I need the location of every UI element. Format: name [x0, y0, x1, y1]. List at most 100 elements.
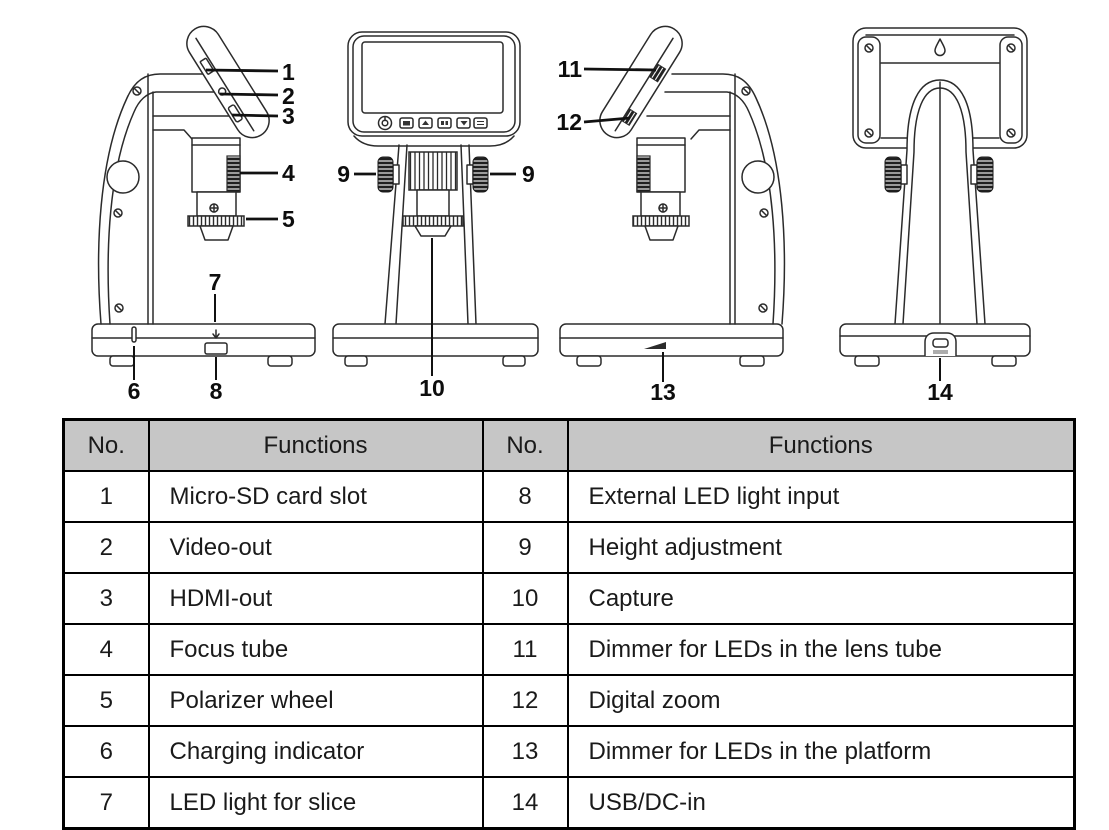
callout-3: 3 [282, 103, 295, 129]
hanging-hole-icon [934, 38, 946, 57]
cell-function: Height adjustment [566, 521, 1076, 574]
height-knob [472, 156, 489, 193]
foot [576, 355, 602, 367]
height-knob [884, 156, 902, 193]
cell-no: 9 [481, 521, 569, 574]
callout-2: 2 [282, 83, 295, 109]
polarizer-mark-icon [209, 203, 219, 213]
callout-9-right: 9 [522, 161, 535, 187]
usb-port-icon [932, 338, 949, 348]
cell-no: 11 [481, 623, 569, 676]
focus-tube [408, 151, 458, 191]
platform-dimmer-icon [644, 342, 666, 349]
polarizer-wheel [187, 215, 245, 227]
header-functions-right: Functions [566, 418, 1076, 472]
cell-function: USB/DC-in [566, 776, 1076, 830]
down-button-icon [456, 117, 471, 129]
height-knob [377, 156, 394, 193]
callout-6: 6 [128, 378, 141, 404]
cell-no: 4 [62, 623, 150, 676]
callout-14: 14 [927, 379, 953, 405]
charging-indicator [131, 326, 137, 343]
callout-7: 7 [209, 269, 222, 295]
cell-no: 1 [62, 470, 150, 523]
cell-function: Digital zoom [566, 674, 1076, 727]
table-row: 6 Charging indicator 13 Dimmer for LEDs … [62, 725, 1076, 778]
table-row: 5 Polarizer wheel 12 Digital zoom [62, 674, 1076, 727]
foot [739, 355, 765, 367]
ok-button-icon [437, 117, 452, 129]
cell-function: External LED light input [566, 470, 1076, 523]
cell-function: Video-out [147, 521, 484, 574]
polarizer-mark-icon [658, 203, 668, 213]
cell-function: Capture [566, 572, 1076, 625]
base [559, 323, 784, 357]
cell-no: 14 [481, 776, 569, 830]
right-side-view: 11 12 13 [556, 25, 786, 405]
table-header-row: No. Functions No. Functions [62, 418, 1076, 472]
led-input-icon [212, 329, 220, 339]
base [332, 323, 539, 357]
table-row: 2 Video-out 9 Height adjustment [62, 521, 1076, 574]
sd-slot-icon [199, 57, 215, 75]
screw-icon [113, 86, 142, 313]
left-side-view: 1 2 3 4 5 7 6 8 [91, 25, 316, 404]
camera-button-icon [399, 117, 414, 129]
functions-table: No. Functions No. Functions 1 Micro-SD c… [62, 418, 1076, 830]
base [91, 323, 316, 357]
cell-function: Micro-SD card slot [147, 470, 484, 523]
callout-8: 8 [210, 378, 223, 404]
callout-11: 11 [558, 56, 583, 82]
cell-no: 2 [62, 521, 150, 574]
header-functions-left: Functions [147, 418, 484, 472]
cell-no: 3 [62, 572, 150, 625]
lcd-screen [361, 41, 504, 114]
header-no-left: No. [62, 418, 150, 472]
table-row: 3 HDMI-out 10 Capture [62, 572, 1076, 625]
stand-dial [741, 160, 775, 194]
polarizer-wheel [632, 215, 690, 227]
foot [854, 355, 880, 367]
table-row: 4 Focus tube 11 Dimmer for LEDs in the l… [62, 623, 1076, 676]
cell-no: 6 [62, 725, 150, 778]
callout-10: 10 [419, 375, 445, 401]
front-view: 9 9 10 [332, 31, 539, 401]
table-row: 7 LED light for slice 14 USB/DC-in [62, 776, 1076, 830]
cell-no: 8 [481, 470, 569, 523]
cell-no: 10 [481, 572, 569, 625]
cell-function: Polarizer wheel [147, 674, 484, 727]
callout-4: 4 [282, 160, 295, 186]
table-row: 1 Micro-SD card slot 8 External LED ligh… [62, 470, 1076, 523]
header-no-right: No. [481, 418, 569, 472]
up-button-icon [418, 117, 433, 129]
focus-grip [636, 155, 651, 193]
callout-1: 1 [282, 59, 295, 85]
cell-no: 12 [481, 674, 569, 727]
power-button-icon [377, 115, 393, 131]
cell-no: 7 [62, 776, 150, 830]
height-knob [976, 156, 994, 193]
cell-no: 13 [481, 725, 569, 778]
callout-12: 12 [556, 109, 582, 135]
led-input-port [204, 342, 228, 355]
foot [502, 355, 526, 367]
cell-no: 5 [62, 674, 150, 727]
back-view: 14 [839, 27, 1031, 405]
cell-function: LED light for slice [147, 776, 484, 830]
polarizer-wheel [402, 215, 464, 227]
cell-function: Charging indicator [147, 725, 484, 778]
monitor-edge [186, 25, 270, 139]
menu-button-icon [473, 117, 488, 129]
callout-13: 13 [650, 379, 676, 405]
monitor [347, 31, 521, 137]
screw-icon [741, 86, 769, 313]
callout-9-left: 9 [337, 161, 350, 187]
screw-icon [864, 43, 1016, 138]
cell-function: HDMI-out [147, 572, 484, 625]
foot [267, 355, 293, 367]
monitor-edge [599, 25, 683, 139]
cell-function: Dimmer for LEDs in the lens tube [566, 623, 1076, 676]
foot [109, 355, 135, 367]
microscope-diagrams: 1 2 3 4 5 7 6 8 [91, 25, 1031, 405]
cell-function: Focus tube [147, 623, 484, 676]
